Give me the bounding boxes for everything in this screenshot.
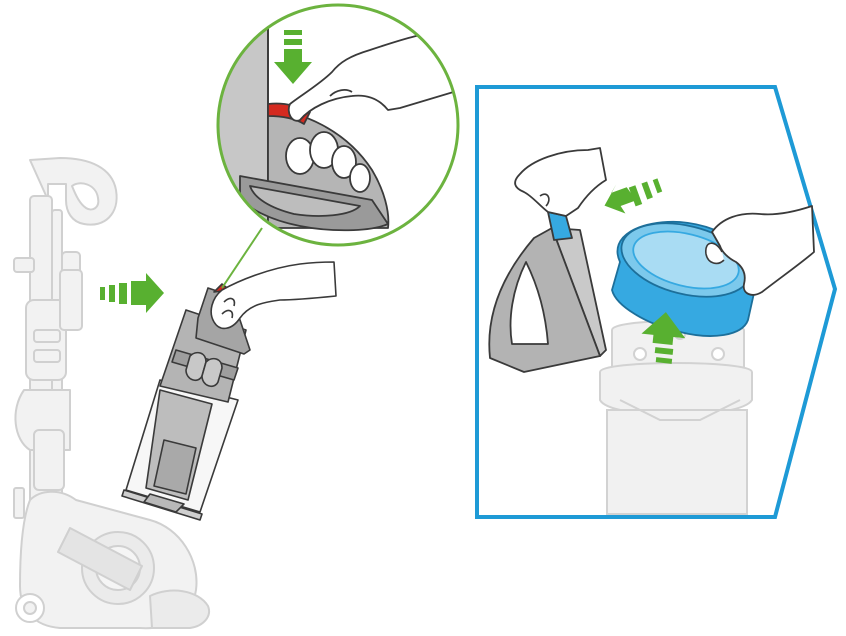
hand-lid	[514, 147, 607, 217]
hand	[210, 261, 337, 330]
thumb	[287, 29, 457, 122]
callout-panel	[475, 85, 838, 519]
bin-lid	[488, 211, 607, 373]
magnifier-detail	[216, 3, 460, 247]
arrow-right-icon	[100, 273, 164, 313]
hand-filter	[711, 205, 815, 296]
bin-lower	[599, 320, 753, 515]
arrow-up-icon	[641, 312, 686, 364]
arrow-down-icon	[274, 30, 312, 84]
magnifier-connector	[221, 227, 263, 289]
arrow-left-icon	[604, 178, 663, 214]
dust-bin	[121, 261, 337, 521]
vacuum-silhouette	[13, 157, 210, 630]
